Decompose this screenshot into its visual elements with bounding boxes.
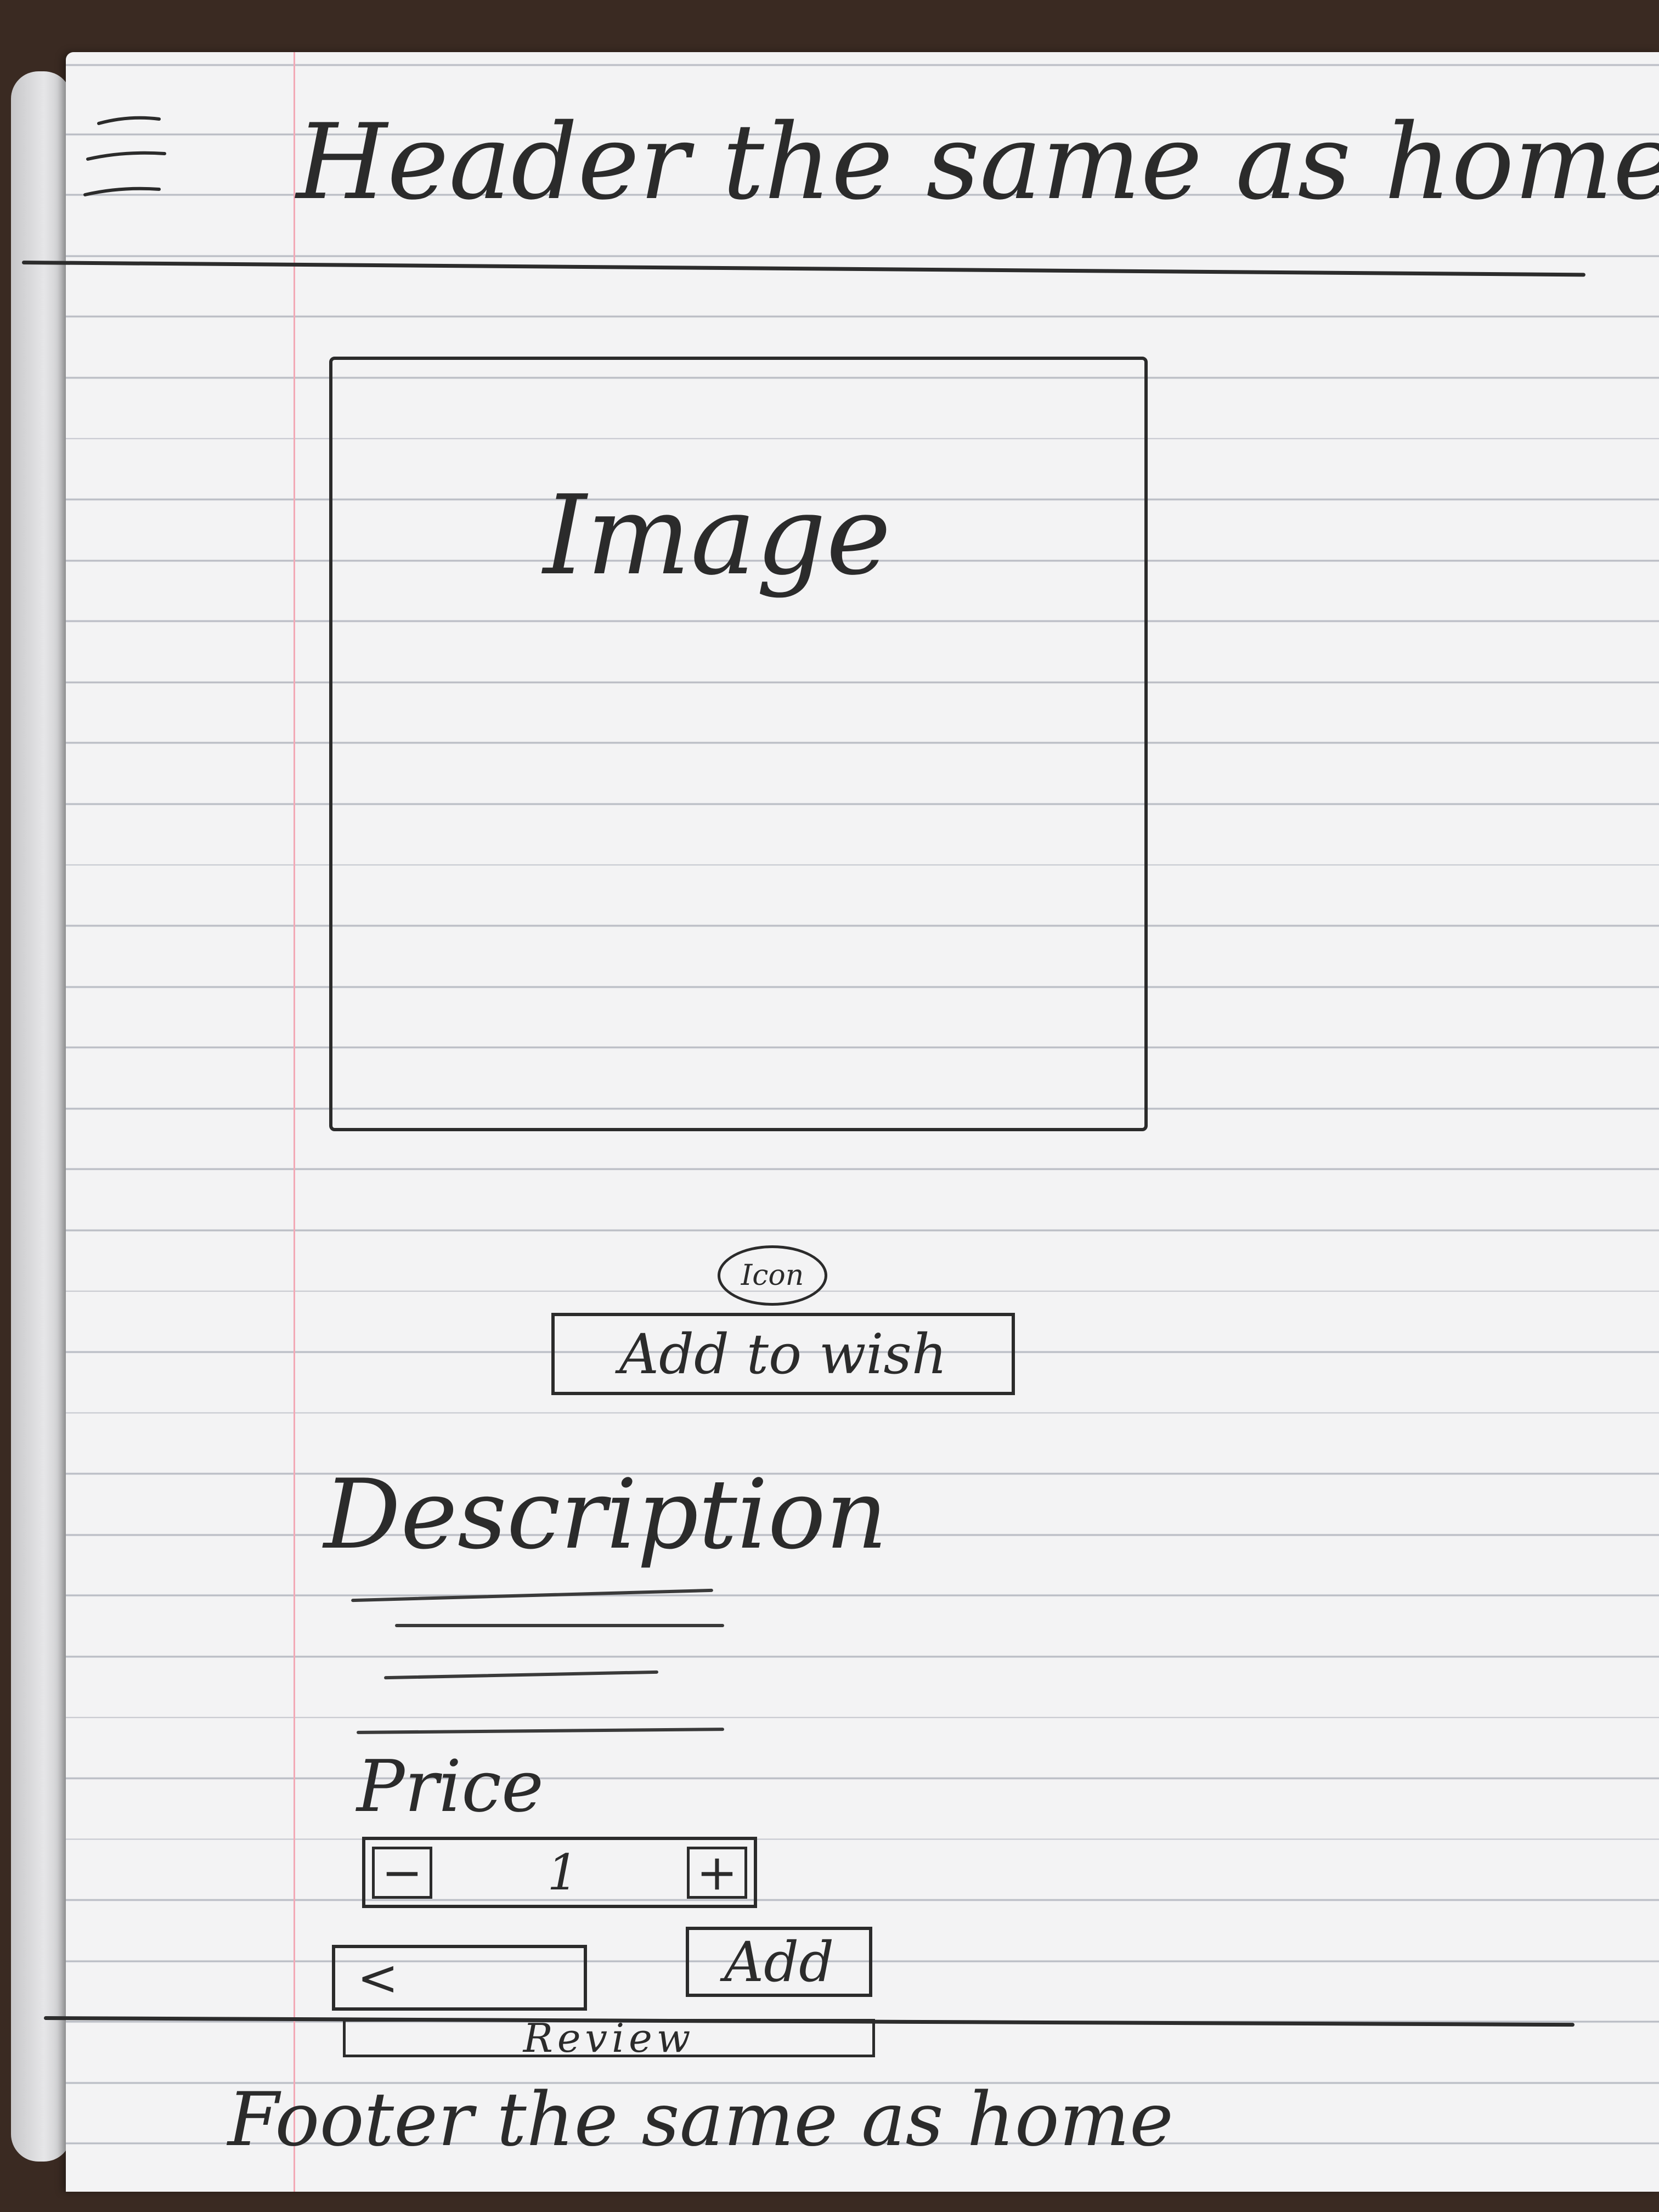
header-placeholder-text: Header the same as home [296,101,1659,223]
product-image-placeholder [329,357,1148,1131]
price-label: Price [357,1745,544,1828]
footer-placeholder-text: Footer the same as home [228,2076,1173,2163]
product-icon[interactable]: Icon [718,1245,827,1306]
description-heading: Description [324,1459,888,1571]
margin-line [294,52,295,2192]
decrease-quantity-button[interactable]: − [372,1844,432,1901]
add-to-wish-label: Add to wish [619,1322,947,1386]
increase-quantity-button[interactable]: + [687,1844,747,1901]
hamburger-menu-icon[interactable] [77,107,176,211]
add-to-wish-button[interactable]: Add to wish [551,1313,1015,1395]
review-button[interactable]: Review [343,2019,875,2057]
add-button-label: Add [724,1929,834,1994]
quantity-value: 1 [547,1843,579,1901]
notebook-spine [11,71,71,2162]
quantity-stepper: − 1 + [362,1837,757,1908]
product-image-label: Image [543,472,891,600]
review-button-label: Review [523,2019,695,2057]
add-button[interactable]: Add [686,1927,872,1997]
review-input-field[interactable]: < [332,1945,587,2011]
description-text-line [395,1624,724,1627]
back-arrow-icon: < [357,1949,399,2007]
product-icon-label: Icon [741,1259,804,1292]
